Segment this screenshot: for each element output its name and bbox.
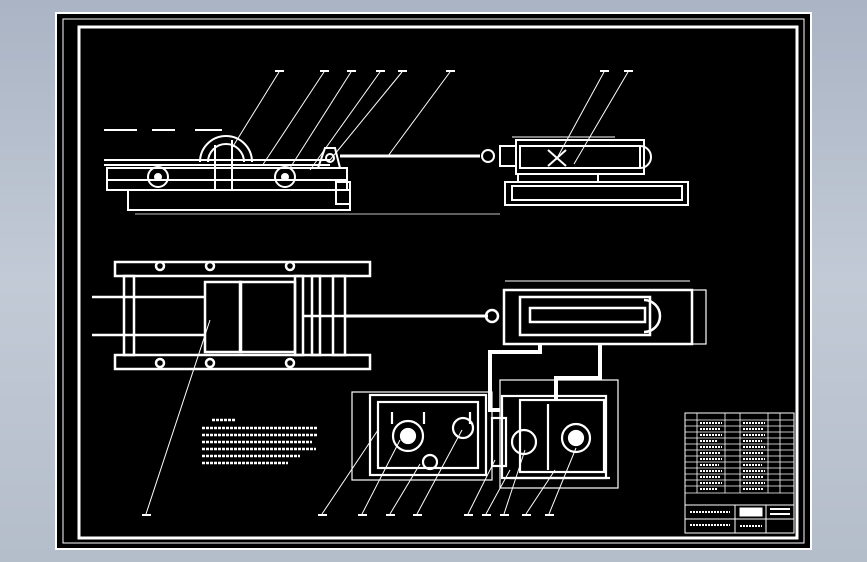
- technical-notes: [202, 418, 318, 465]
- gearbox-view: [351, 391, 508, 481]
- parts-list-text: [700, 422, 765, 490]
- hydraulic-pipes: [488, 344, 602, 412]
- callout-marks: [142, 70, 633, 516]
- pump-unit: [499, 379, 619, 489]
- parts-list-rows: [685, 413, 794, 494]
- title-block: [684, 412, 795, 534]
- title-block-bottom: [685, 504, 794, 533]
- leader-lines: [145, 71, 629, 515]
